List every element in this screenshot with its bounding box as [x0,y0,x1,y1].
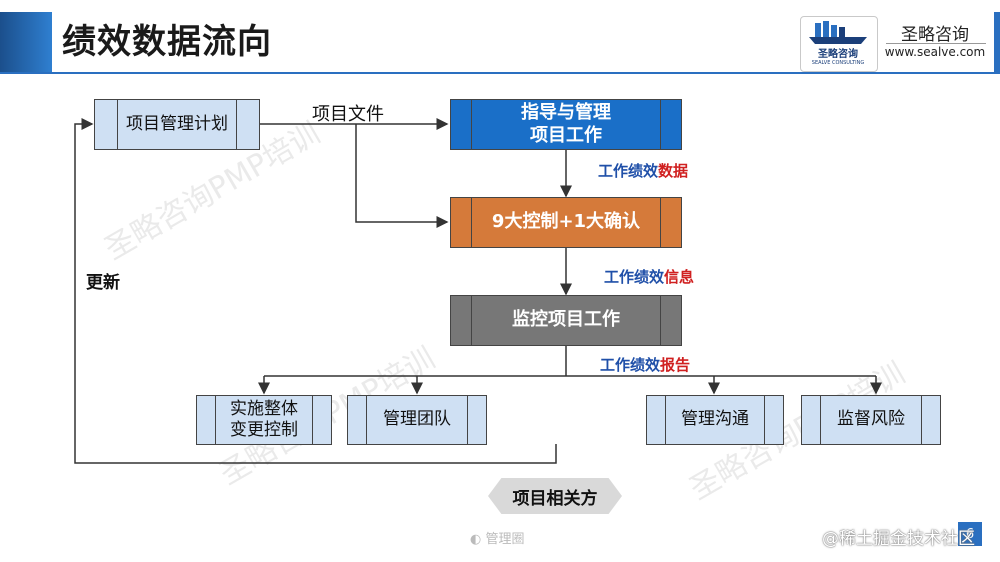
label-update: 更新 [86,273,120,293]
arrow-update-loop [74,118,557,464]
node-label-line1: 实施整体 [230,398,298,419]
arrow-plan-to-control [355,124,449,228]
node-manage-team: 管理团队 [347,395,487,445]
header-accent-bar [0,12,52,72]
logo-subtext: SEALVE CONSULTING [811,60,865,66]
node-label: 项目管理计划 [126,113,228,134]
node-label-line2: 变更控制 [230,420,298,440]
node-label: 指导与管理 项目工作 [521,102,611,147]
label-work-performance-info: 工作绩效信息 [604,266,694,287]
node-label: 管理沟通 [681,409,749,430]
node-project-management-plan: 项目管理计划 [94,99,260,150]
node-manage-communications: 管理沟通 [646,395,784,445]
node-monitor-risks: 监督风险 [801,395,941,445]
node-label: 9大控制+1大确认 [491,211,641,233]
node-label: 监控项目工作 [512,309,620,331]
node-stakeholders: 项目相关方 [488,478,622,514]
footer-text: 管理圈 [485,532,525,547]
brand-name: 圣略咨询 [901,25,969,45]
header-right-bar [994,12,1000,72]
node-monitor-control-work: 监控项目工作 [450,295,682,346]
brand-divider [886,43,986,44]
footer-watermark: ◐ 管理圈 [470,528,525,547]
label-prefix: 工作绩效 [604,268,665,286]
label-suffix: 数据 [658,162,689,180]
footer-source: @稀土掘金技术社区 [822,529,975,549]
logo-text: 圣略咨询 [818,49,858,60]
label-prefix: 工作绩效 [600,356,661,374]
node-direct-manage-work: 指导与管理 项目工作 [450,99,682,150]
label-prefix: 工作绩效 [598,162,659,180]
header-divider [0,72,1000,74]
company-logo [800,16,878,72]
node-label-line1: 指导与管理 [521,102,611,123]
page-title: 绩效数据流向 [62,22,272,62]
label-suffix: 报告 [660,356,691,374]
brand-url: www.sealve.com [884,45,986,59]
node-label: 管理团队 [383,409,451,430]
logo-ship-icon [809,21,867,44]
label-suffix: 信息 [664,268,695,286]
node-integrated-change-control: 实施整体 变更控制 [196,395,332,445]
label-project-documents: 项目文件 [312,104,384,125]
node-label-line2: 项目工作 [530,124,602,146]
label-work-performance-data: 工作绩效数据 [598,160,688,181]
footer-logo-icon: ◐ [470,532,482,547]
node-control-and-validate: 9大控制+1大确认 [450,197,682,248]
label-work-performance-report: 工作绩效报告 [600,354,690,375]
node-label: 监督风险 [837,409,905,430]
node-label: 实施整体 变更控制 [230,399,298,442]
page-number: 6 [958,522,982,546]
